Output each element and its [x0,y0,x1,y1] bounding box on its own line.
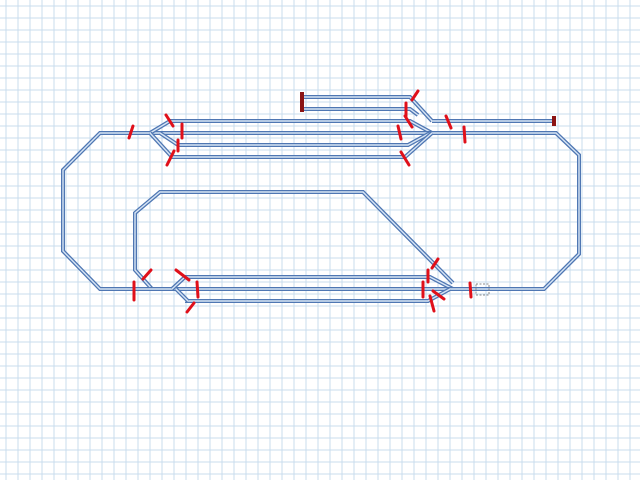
insulator-mark[interactable] [462,125,467,144]
track-rail-center [159,132,179,146]
insulator-marks [127,89,473,314]
track-rail-center [303,96,433,122]
insulator-mark[interactable] [164,113,175,128]
insulator-mark[interactable] [428,294,436,313]
insulator-mark[interactable] [127,124,135,140]
insulator-mark[interactable] [431,289,446,301]
track-rail-center [185,288,451,302]
insulator-mark[interactable] [185,301,196,314]
track-rail-center [175,288,189,302]
buffer-stops [300,92,556,126]
buffer-stop[interactable] [552,116,556,126]
track-rail-center [178,132,431,146]
insulator-mark[interactable] [195,280,200,299]
insulator-mark[interactable] [403,114,414,129]
insulator-mark[interactable] [396,124,403,141]
track-rail-center [183,276,454,290]
insulator-mark[interactable] [444,114,453,130]
insulator-mark[interactable] [141,268,153,281]
track-rail-center [62,132,580,290]
insulator-mark[interactable] [410,89,420,102]
insulator-mark[interactable] [430,257,440,270]
placeholder-box[interactable] [475,283,490,296]
track-rail-center [183,120,433,134]
insulator-mark[interactable] [399,150,411,167]
insulator-mark[interactable] [174,268,191,282]
insulator-mark[interactable] [468,281,473,299]
track-rail-center [149,132,173,158]
track-rail-center [303,108,419,116]
insulator-mark[interactable] [165,149,176,167]
track-rail-center [171,276,186,290]
buffer-stop[interactable] [300,92,304,112]
